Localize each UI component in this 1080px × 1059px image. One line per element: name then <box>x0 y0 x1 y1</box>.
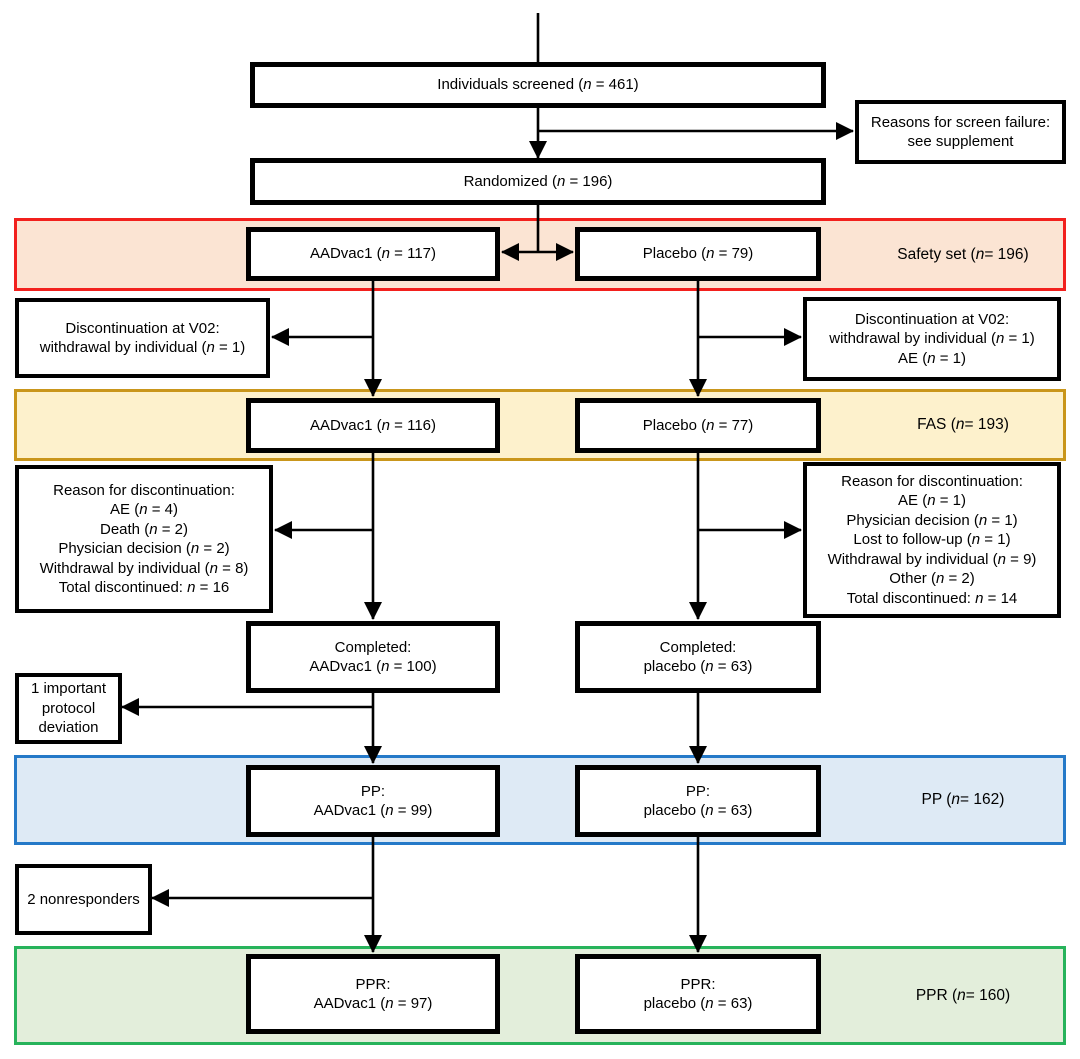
ppr-aadvac1-box: PPR:AADvac1 (n = 97) <box>246 954 500 1034</box>
v02-discontinuation-left-text: Discontinuation at V02:withdrawal by ind… <box>39 319 246 357</box>
discontinuation-reasons-right-text: Reason for discontinuation:AE (n = 1)Phy… <box>827 472 1037 607</box>
pp-aadvac1-text: PP:AADvac1 (n = 99) <box>313 782 433 820</box>
safety-aadvac1-text: AADvac1 (n = 117) <box>309 245 437 263</box>
screened-text: Individuals screened (n = 461) <box>437 76 639 94</box>
pp-placebo-text: PP:placebo (n = 63) <box>643 782 753 820</box>
screen-failure-box: Reasons for screen failure:see supplemen… <box>855 100 1066 164</box>
safety-set-label: Safety set (n = 196) <box>897 245 1029 263</box>
discontinuation-reasons-left-text: Reason for discontinuation:AE (n = 4)Dea… <box>39 481 249 597</box>
v02-discontinuation-right-box: Discontinuation at V02:withdrawal by ind… <box>803 297 1061 381</box>
fas-aadvac1-box: AADvac1 (n = 116) <box>246 398 500 453</box>
discontinuation-reasons-right-box: Reason for discontinuation:AE (n = 1)Phy… <box>803 462 1061 618</box>
pp-label: PP (n = 162) <box>921 791 1005 808</box>
safety-aadvac1-box: AADvac1 (n = 117) <box>246 227 500 281</box>
ppr-label: PPR (n = 160) <box>915 986 1011 1004</box>
fas-placebo-box: Placebo (n = 77) <box>575 398 821 453</box>
safety-set-band: Safety set (n = 196) <box>14 218 1066 291</box>
v02-discontinuation-right-text: Discontinuation at V02:withdrawal by ind… <box>829 310 1035 367</box>
screen-failure-text: Reasons for screen failure:see supplemen… <box>870 113 1051 151</box>
fas-band: FAS (n = 193) <box>14 389 1066 461</box>
randomized-text: Randomized (n = 196) <box>463 172 613 190</box>
completed-placebo-box: Completed:placebo (n = 63) <box>575 621 821 693</box>
ppr-band: PPR (n = 160) <box>14 946 1066 1045</box>
ppr-aadvac1-text: PPR:AADvac1 (n = 97) <box>313 975 433 1013</box>
safety-placebo-box: Placebo (n = 79) <box>575 227 821 281</box>
ppr-placebo-text: PPR:placebo (n = 63) <box>643 975 753 1013</box>
completed-aadvac1-text: Completed:AADvac1 (n = 100) <box>309 638 437 676</box>
randomized-box: Randomized (n = 196) <box>250 158 826 205</box>
nonresponders-text: 2 nonresponders <box>27 890 140 908</box>
nonresponders-box: 2 nonresponders <box>15 864 152 935</box>
screened-box: Individuals screened (n = 461) <box>250 62 826 108</box>
ppr-placebo-box: PPR:placebo (n = 63) <box>575 954 821 1034</box>
fas-label: FAS (n = 193) <box>917 416 1009 433</box>
pp-band: PP (n = 162) <box>14 755 1066 845</box>
pp-aadvac1-box: PP:AADvac1 (n = 99) <box>246 765 500 837</box>
v02-discontinuation-left-box: Discontinuation at V02:withdrawal by ind… <box>15 298 270 378</box>
completed-placebo-text: Completed:placebo (n = 63) <box>643 638 753 676</box>
fas-aadvac1-text: AADvac1 (n = 116) <box>309 416 437 434</box>
safety-placebo-text: Placebo (n = 79) <box>642 245 754 263</box>
completed-aadvac1-box: Completed:AADvac1 (n = 100) <box>246 621 500 693</box>
pp-placebo-box: PP:placebo (n = 63) <box>575 765 821 837</box>
fas-placebo-text: Placebo (n = 77) <box>642 416 754 434</box>
discontinuation-reasons-left-box: Reason for discontinuation:AE (n = 4)Dea… <box>15 465 273 613</box>
